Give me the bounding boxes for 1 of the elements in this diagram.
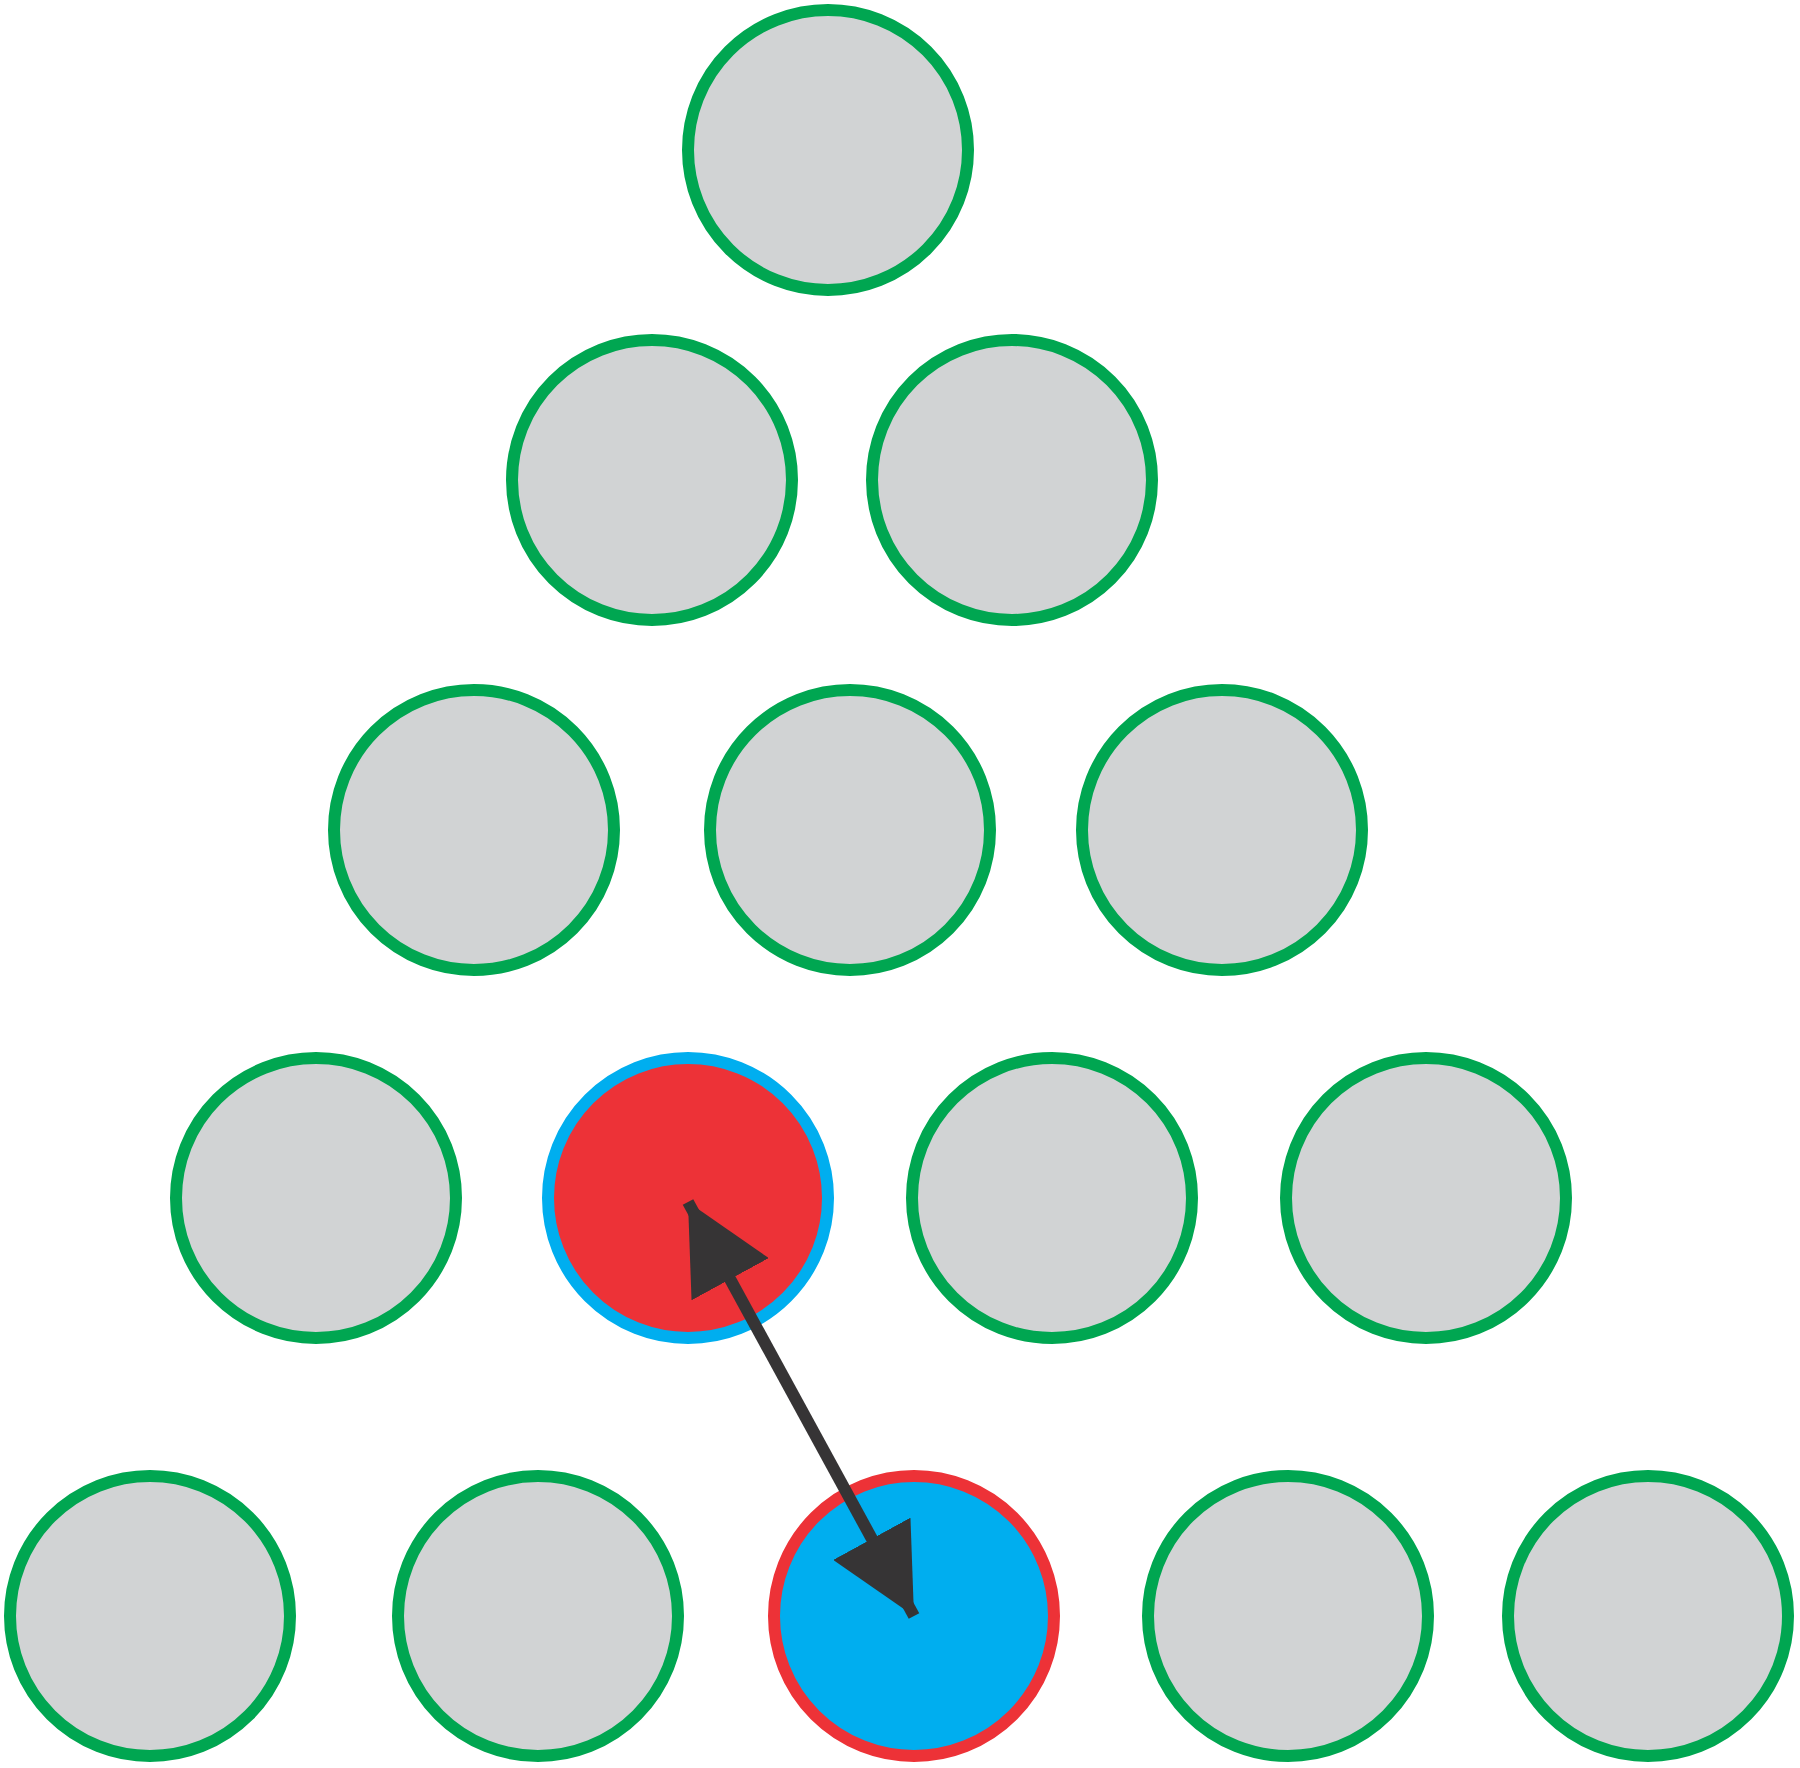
- double-arrow: [682, 1199, 920, 1619]
